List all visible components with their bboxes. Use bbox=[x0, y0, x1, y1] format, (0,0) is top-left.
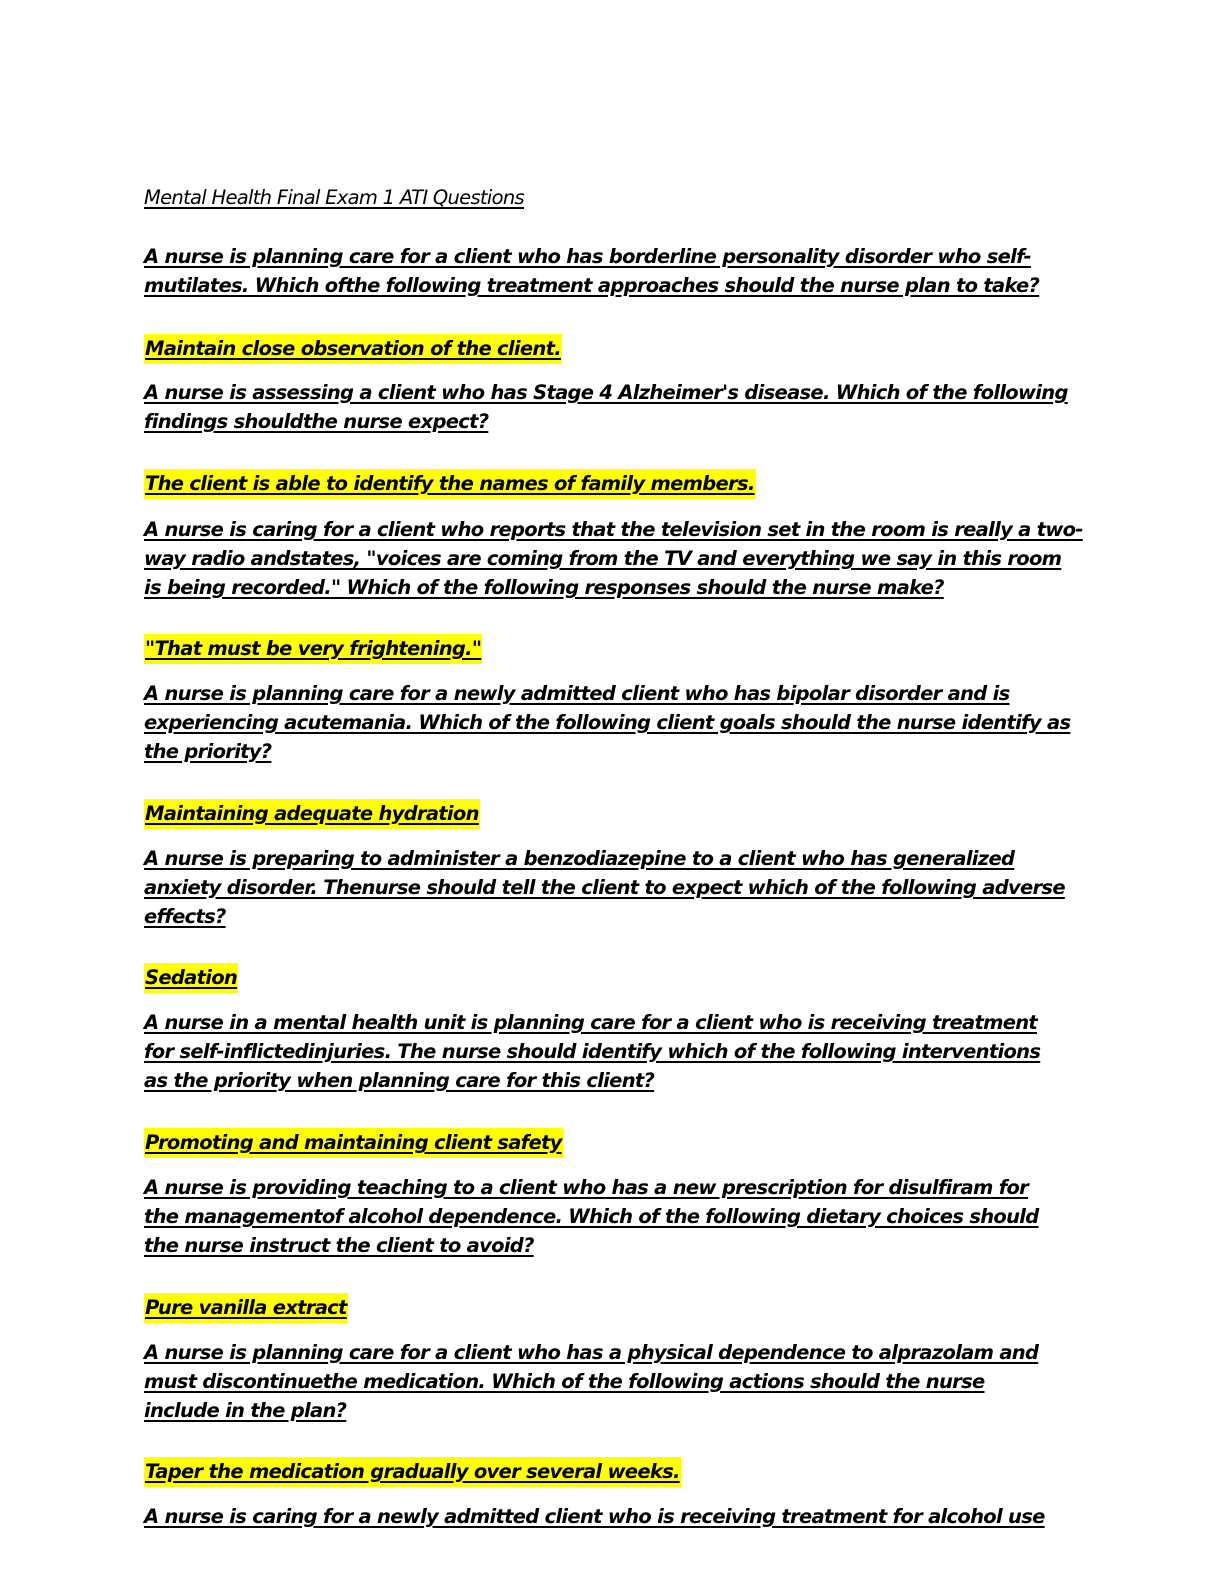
question-line: A nurse is planning care for a client wh… bbox=[144, 245, 1032, 268]
question-line: A nurse is planning care for a newly adm… bbox=[144, 682, 1010, 705]
question-line: A nurse is providing teaching to a clien… bbox=[144, 1176, 1029, 1199]
question-4: A nurse is planning care for a newly adm… bbox=[144, 679, 1089, 766]
highlighted-answer: Sedation bbox=[144, 963, 239, 993]
highlighted-answer: Taper the medication gradually over seve… bbox=[144, 1457, 681, 1487]
highlighted-answer: Maintaining adequate hydration bbox=[144, 799, 480, 829]
question-line: effects? bbox=[144, 905, 226, 928]
question-line: include in the plan? bbox=[144, 1399, 347, 1422]
question-1: A nurse is planning care for a client wh… bbox=[144, 242, 1089, 300]
answer-3: "That must be very frightening." bbox=[144, 634, 1089, 664]
question-line: way radio andstates, "voices are coming … bbox=[144, 547, 1062, 570]
question-line: is being recorded." Which of the followi… bbox=[144, 576, 944, 599]
question-line: the nurse instruct the client to avoid? bbox=[144, 1234, 534, 1257]
question-7: A nurse is providing teaching to a clien… bbox=[144, 1173, 1089, 1260]
question-5: A nurse is preparing to administer a ben… bbox=[144, 844, 1089, 931]
question-line: A nurse is caring for a newly admitted c… bbox=[144, 1505, 1045, 1528]
answer-1: Maintain close observation of the client… bbox=[144, 334, 1089, 364]
answer-2: The client is able to identify the names… bbox=[144, 469, 1089, 499]
question-line: A nurse is assessing a client who has St… bbox=[144, 381, 1068, 404]
question-2: A nurse is assessing a client who has St… bbox=[144, 378, 1089, 436]
question-line: the priority? bbox=[144, 740, 272, 763]
question-line: as the priority when planning care for t… bbox=[144, 1069, 655, 1092]
answer-5: Sedation bbox=[144, 963, 1089, 993]
highlighted-answer: "That must be very frightening." bbox=[144, 634, 483, 664]
highlighted-answer: Maintain close observation of the client… bbox=[144, 334, 562, 364]
question-6: A nurse in a mental health unit is plann… bbox=[144, 1008, 1089, 1095]
answer-7: Pure vanilla extract bbox=[144, 1293, 1089, 1323]
question-line: findings shouldthe nurse expect? bbox=[144, 410, 489, 433]
question-line: A nurse in a mental health unit is plann… bbox=[144, 1011, 1038, 1034]
answer-6: Promoting and maintaining client safety bbox=[144, 1128, 1089, 1158]
highlighted-answer: Promoting and maintaining client safety bbox=[144, 1128, 563, 1158]
question-line: mutilates. Which ofthe following treatme… bbox=[144, 274, 1040, 297]
question-line: A nurse is planning care for a client wh… bbox=[144, 1341, 1039, 1364]
highlighted-answer: Pure vanilla extract bbox=[144, 1293, 348, 1323]
question-line: must discontinuethe medication. Which of… bbox=[144, 1370, 985, 1393]
question-line: anxiety disorder. Thenurse should tell t… bbox=[144, 876, 1066, 899]
answer-4: Maintaining adequate hydration bbox=[144, 799, 1089, 829]
answer-8: Taper the medication gradually over seve… bbox=[144, 1457, 1089, 1487]
question-line: experiencing acutemania. Which of the fo… bbox=[144, 711, 1071, 734]
question-line: A nurse is caring for a client who repor… bbox=[144, 518, 1083, 541]
question-line: A nurse is preparing to administer a ben… bbox=[144, 847, 1015, 870]
question-8: A nurse is planning care for a client wh… bbox=[144, 1338, 1089, 1425]
question-9: A nurse is caring for a newly admitted c… bbox=[144, 1502, 1089, 1531]
question-line: for self-inflictedinjuries. The nurse sh… bbox=[144, 1040, 1041, 1063]
question-3: A nurse is caring for a client who repor… bbox=[144, 515, 1089, 602]
question-line: the managementof alcohol dependence. Whi… bbox=[144, 1205, 1039, 1228]
highlighted-answer: The client is able to identify the names… bbox=[144, 469, 756, 499]
document-title: Mental Health Final Exam 1 ATI Questions bbox=[144, 183, 1089, 212]
title-text: Mental Health Final Exam 1 ATI Questions bbox=[144, 186, 525, 209]
